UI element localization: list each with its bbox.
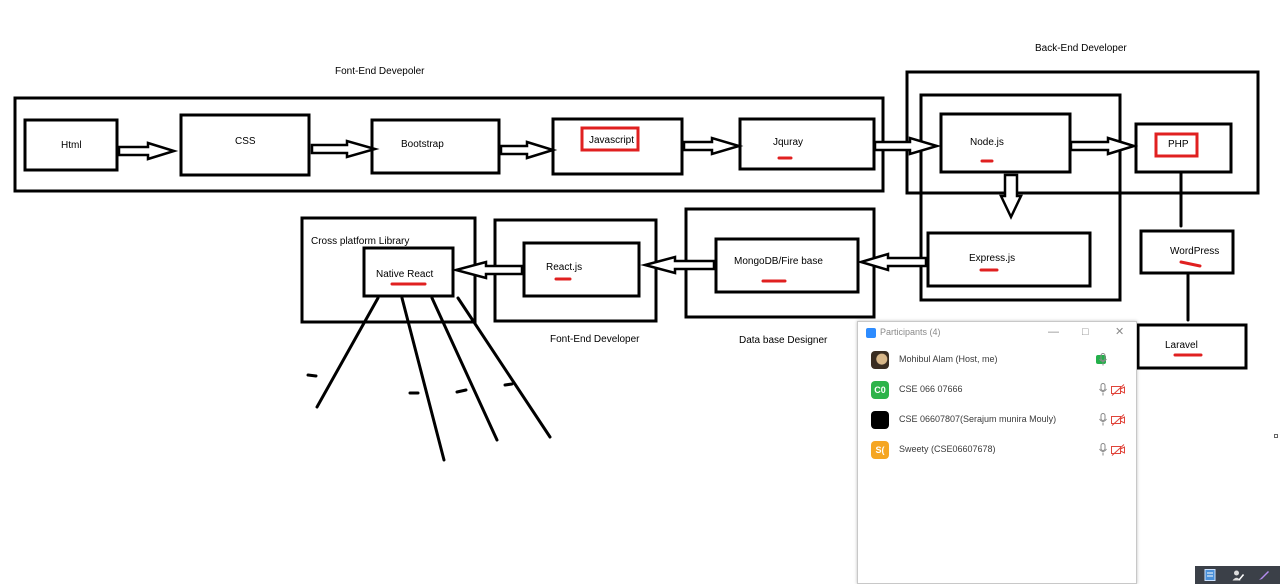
nodejs-box — [939, 112, 1072, 174]
wordpress-label: WordPress — [1170, 246, 1220, 257]
minimize-button[interactable]: — — [1048, 326, 1059, 338]
back-end-label: Back-End Developer — [1035, 43, 1127, 54]
php-label: PHP — [1168, 139, 1189, 150]
jquray-label: Jquray — [773, 137, 804, 148]
participant-name: Mohibul Alam (Host, me) — [899, 354, 998, 364]
arrow-nodejs-php — [1069, 136, 1139, 156]
microphone-icon[interactable] — [1099, 353, 1107, 366]
expressjs-box — [926, 231, 1092, 288]
maximize-button[interactable]: □ — [1082, 326, 1089, 338]
scribble-dash-3 — [455, 388, 468, 394]
bootstrap-box — [370, 118, 501, 175]
microphone-icon[interactable] — [1099, 443, 1107, 456]
branch-line-1 — [315, 296, 380, 409]
microphone-icon[interactable] — [1099, 413, 1107, 426]
video-off-icon[interactable] — [1111, 414, 1125, 426]
close-button[interactable]: ✕ — [1115, 326, 1125, 338]
javascript-box — [551, 117, 684, 176]
scroll-marker — [1274, 434, 1278, 438]
mongodb-box — [714, 237, 860, 294]
participants-title: Participants (4) — [880, 327, 941, 337]
javascript-label: Javascript — [589, 135, 635, 146]
front-end-top-label: Font-End Devepoler — [335, 66, 425, 77]
participant-row[interactable]: CSE 06607807(Serajum munira Mouly) — [858, 405, 1136, 435]
cross-platform-label: Cross platform Library — [311, 236, 410, 247]
bootstrap-label: Bootstrap — [401, 139, 444, 150]
video-off-icon[interactable] — [1111, 444, 1125, 456]
back-end-inner-frame — [919, 93, 1122, 302]
arrow-mongodb-reactjs — [640, 255, 716, 275]
video-off-icon[interactable] — [1111, 384, 1125, 396]
laravel-label: Laravel — [1165, 340, 1198, 351]
arrow-bootstrap-javascript — [499, 140, 558, 160]
microphone-icon[interactable] — [1099, 383, 1107, 396]
branch-line-3 — [430, 296, 499, 442]
avatar — [871, 411, 889, 429]
arrow-css-bootstrap — [310, 139, 380, 159]
scribble-dash-1 — [306, 373, 318, 378]
participant-name: CSE 066 07666 — [899, 384, 963, 394]
avatar: C0 — [871, 381, 889, 399]
participant-name: CSE 06607807(Serajum munira Mouly) — [899, 414, 1057, 424]
php-box — [1134, 122, 1233, 174]
php-highlight-box — [1154, 132, 1199, 158]
user-pen-icon[interactable] — [1232, 569, 1244, 581]
css-label: CSS — [235, 136, 256, 147]
zoom-logo-icon — [866, 328, 876, 338]
back-end-outer-frame — [905, 70, 1260, 195]
avatar — [871, 351, 889, 369]
arrow-html-css — [117, 141, 179, 161]
arrow-jquray-nodejs — [873, 136, 942, 156]
native-react-label: Native React — [376, 269, 434, 280]
participant-row[interactable]: Mohibul Alam (Host, me) — [858, 345, 1136, 375]
jquray-box — [738, 117, 876, 171]
reactjs-box — [522, 241, 641, 298]
front-end-bottom-label: Font-End Developer — [550, 334, 640, 345]
participants-panel[interactable]: Participants (4) — □ ✕ Mohibul Alam (Hos… — [857, 321, 1137, 584]
document-icon[interactable] — [1204, 569, 1216, 581]
arrow-javascript-jquray — [682, 136, 744, 156]
mongodb-label: MongoDB/Fire base — [734, 256, 823, 267]
pen-icon[interactable] — [1258, 569, 1270, 581]
branch-line-2 — [400, 296, 446, 462]
scribble-dash-4 — [503, 382, 514, 387]
javascript-highlight-box — [580, 126, 640, 152]
wordpress-underline — [1179, 260, 1202, 268]
native-react-box — [362, 246, 455, 298]
taskbar — [1195, 566, 1280, 584]
participants-titlebar[interactable]: Participants (4) — □ ✕ — [858, 322, 1136, 344]
arrow-nodejs-expressjs — [999, 173, 1023, 220]
front-end-group-frame — [13, 96, 885, 193]
branch-line-4 — [456, 296, 552, 439]
participant-row[interactable]: S( Sweety (CSE06607678) — [858, 435, 1136, 465]
wordpress-box — [1139, 229, 1235, 275]
html-label: Html — [61, 140, 82, 151]
css-box — [179, 113, 311, 177]
reactjs-label: React.js — [546, 262, 583, 273]
participant-row[interactable]: C0 CSE 066 07666 — [858, 375, 1136, 405]
nodejs-label: Node.js — [970, 137, 1004, 148]
arrow-reactjs-native — [451, 260, 524, 280]
laravel-box — [1136, 323, 1248, 370]
arrow-expressjs-mongodb — [856, 252, 928, 272]
html-box — [23, 118, 119, 172]
participant-name: Sweety (CSE06607678) — [899, 444, 996, 454]
avatar: S( — [871, 441, 889, 459]
expressjs-label: Express.js — [969, 253, 1016, 264]
database-label: Data base Designer — [739, 335, 828, 346]
